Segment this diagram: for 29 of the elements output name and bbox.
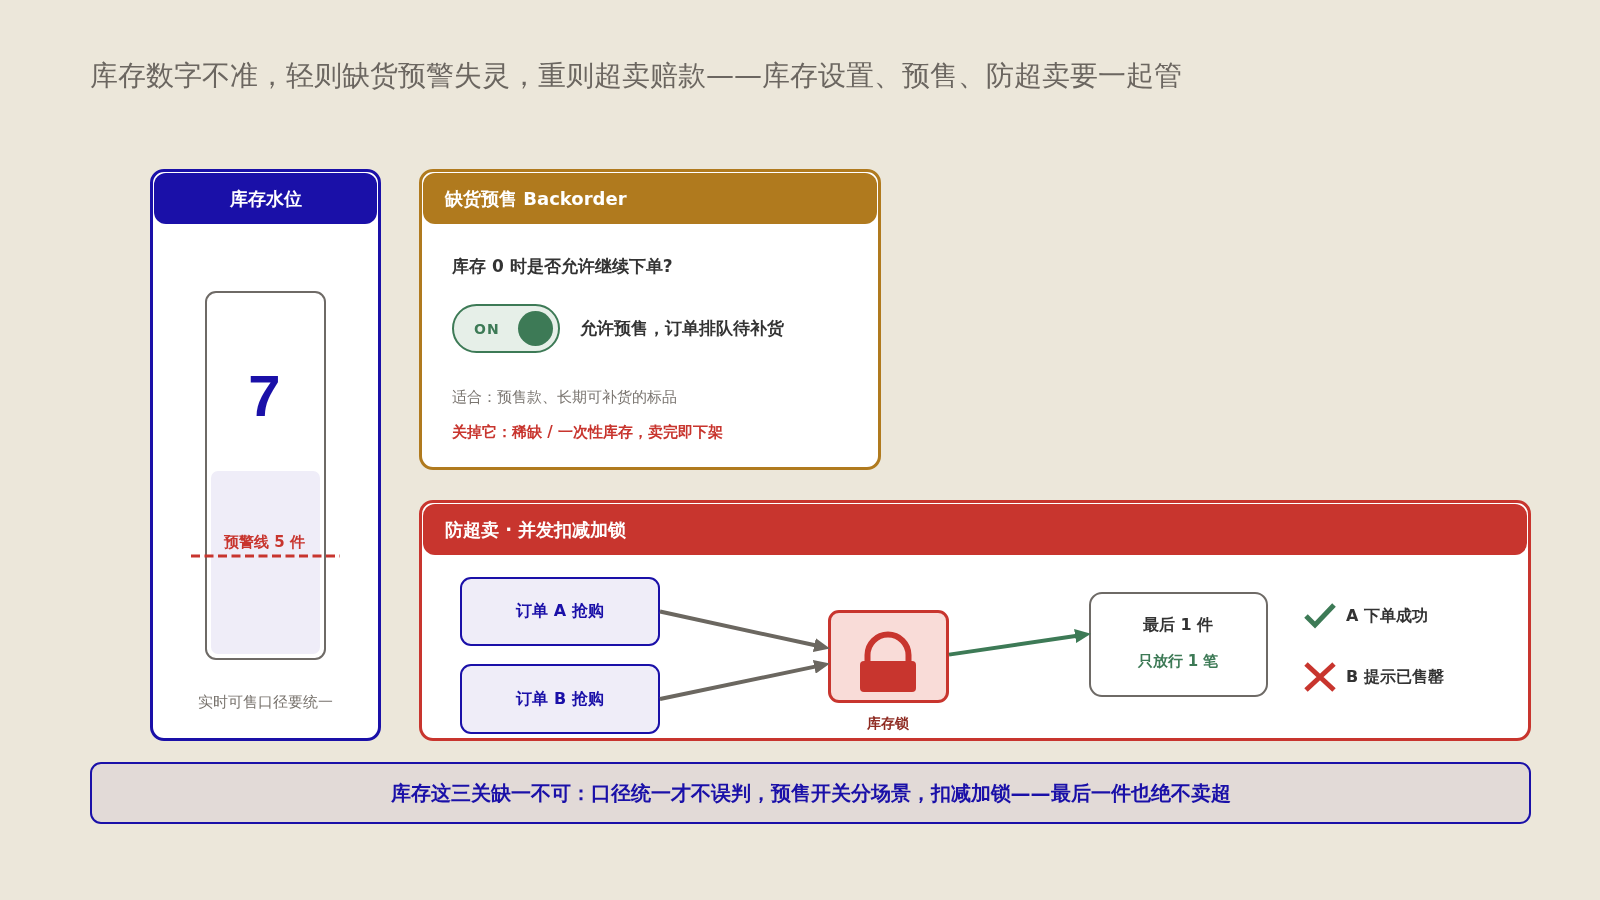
- item-count: 最后 1 件: [1142, 615, 1214, 635]
- panel-header: 防超卖 · 并发扣减加锁: [423, 504, 1527, 555]
- order-box: 订单 A 抢购: [460, 577, 660, 646]
- toggle-switch: ON: [452, 304, 560, 353]
- warning-label: 预警线 5 件: [224, 532, 305, 551]
- question-text: 库存 0 时是否允许继续下单?: [452, 256, 673, 278]
- gauge-label: 实时可售口径要统一: [197, 692, 333, 712]
- lock-box: [828, 610, 949, 703]
- arrow: [659, 659, 830, 701]
- toggle-description: 允许预售，订单排队待补货: [580, 318, 784, 340]
- warning-note: 关掉它：稀缺 / 一次性库存，卖完即下架: [452, 422, 723, 442]
- result-text: A 下单成功: [1346, 606, 1428, 626]
- summary-banner: 库存这三关缺一不可：口径统一才不误判，预售开关分场景，扣减加锁——最后一件也绝不卖超: [90, 762, 1531, 824]
- arrow: [659, 609, 830, 652]
- result-text: B 提示已售罄: [1346, 667, 1444, 687]
- arrow: [948, 629, 1091, 657]
- lock-label: 库存锁: [867, 715, 909, 733]
- stock-number: 7: [248, 366, 281, 425]
- panel-card: [150, 169, 381, 741]
- result-box: [1089, 592, 1268, 697]
- order-box: 订单 B 抢购: [460, 664, 660, 734]
- panel-header: 库存水位: [154, 173, 377, 224]
- release-note: 只放行 1 笔: [1137, 651, 1219, 671]
- panel-header: 缺货预售 Backorder: [423, 173, 877, 224]
- note-text: 适合：预售款、长期可补货的标品: [452, 387, 677, 407]
- stock-gauge: [205, 291, 326, 660]
- panel-card: [419, 169, 881, 470]
- panel-card: [419, 500, 1531, 741]
- page-title: 库存数字不准，轻则缺货预警失灵，重则超卖赔款——库存设置、预售、防超卖要一起管: [90, 57, 1182, 93]
